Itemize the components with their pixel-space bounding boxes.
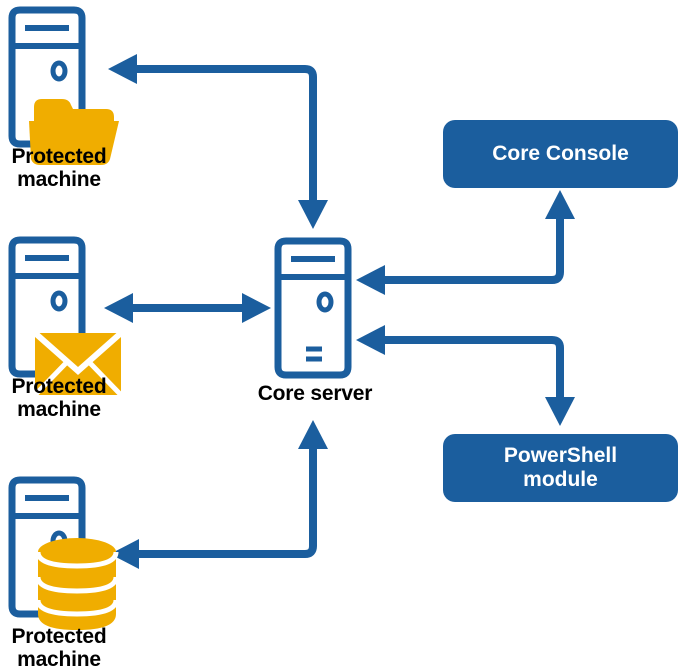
box-powershell-module[interactable] [443,434,678,502]
connector-core-server-to-protected-machine-files [108,54,328,229]
label-protected-machine-files: Protected machine [11,145,107,191]
connector-core-server-to-protected-machine-database [110,420,328,569]
label-core-server: Core server [257,382,373,405]
label-protected-machine-database: Protected machine [11,625,107,671]
node-protected-machine-files[interactable] [12,10,119,165]
node-protected-machine-database[interactable] [12,480,116,630]
computer-tower-icon [278,241,348,375]
node-protected-machine-mail[interactable] [12,240,121,395]
connector-core-server-to-protected-machine-mail [104,293,271,323]
label-protected-machine-mail: Protected machine [11,375,107,421]
box-core-console[interactable] [443,120,678,188]
database-icon [38,538,116,630]
connector-core-server-to-core-console [356,190,575,295]
connector-core-server-to-powershell-module [356,325,575,426]
node-core-server[interactable] [278,241,348,375]
